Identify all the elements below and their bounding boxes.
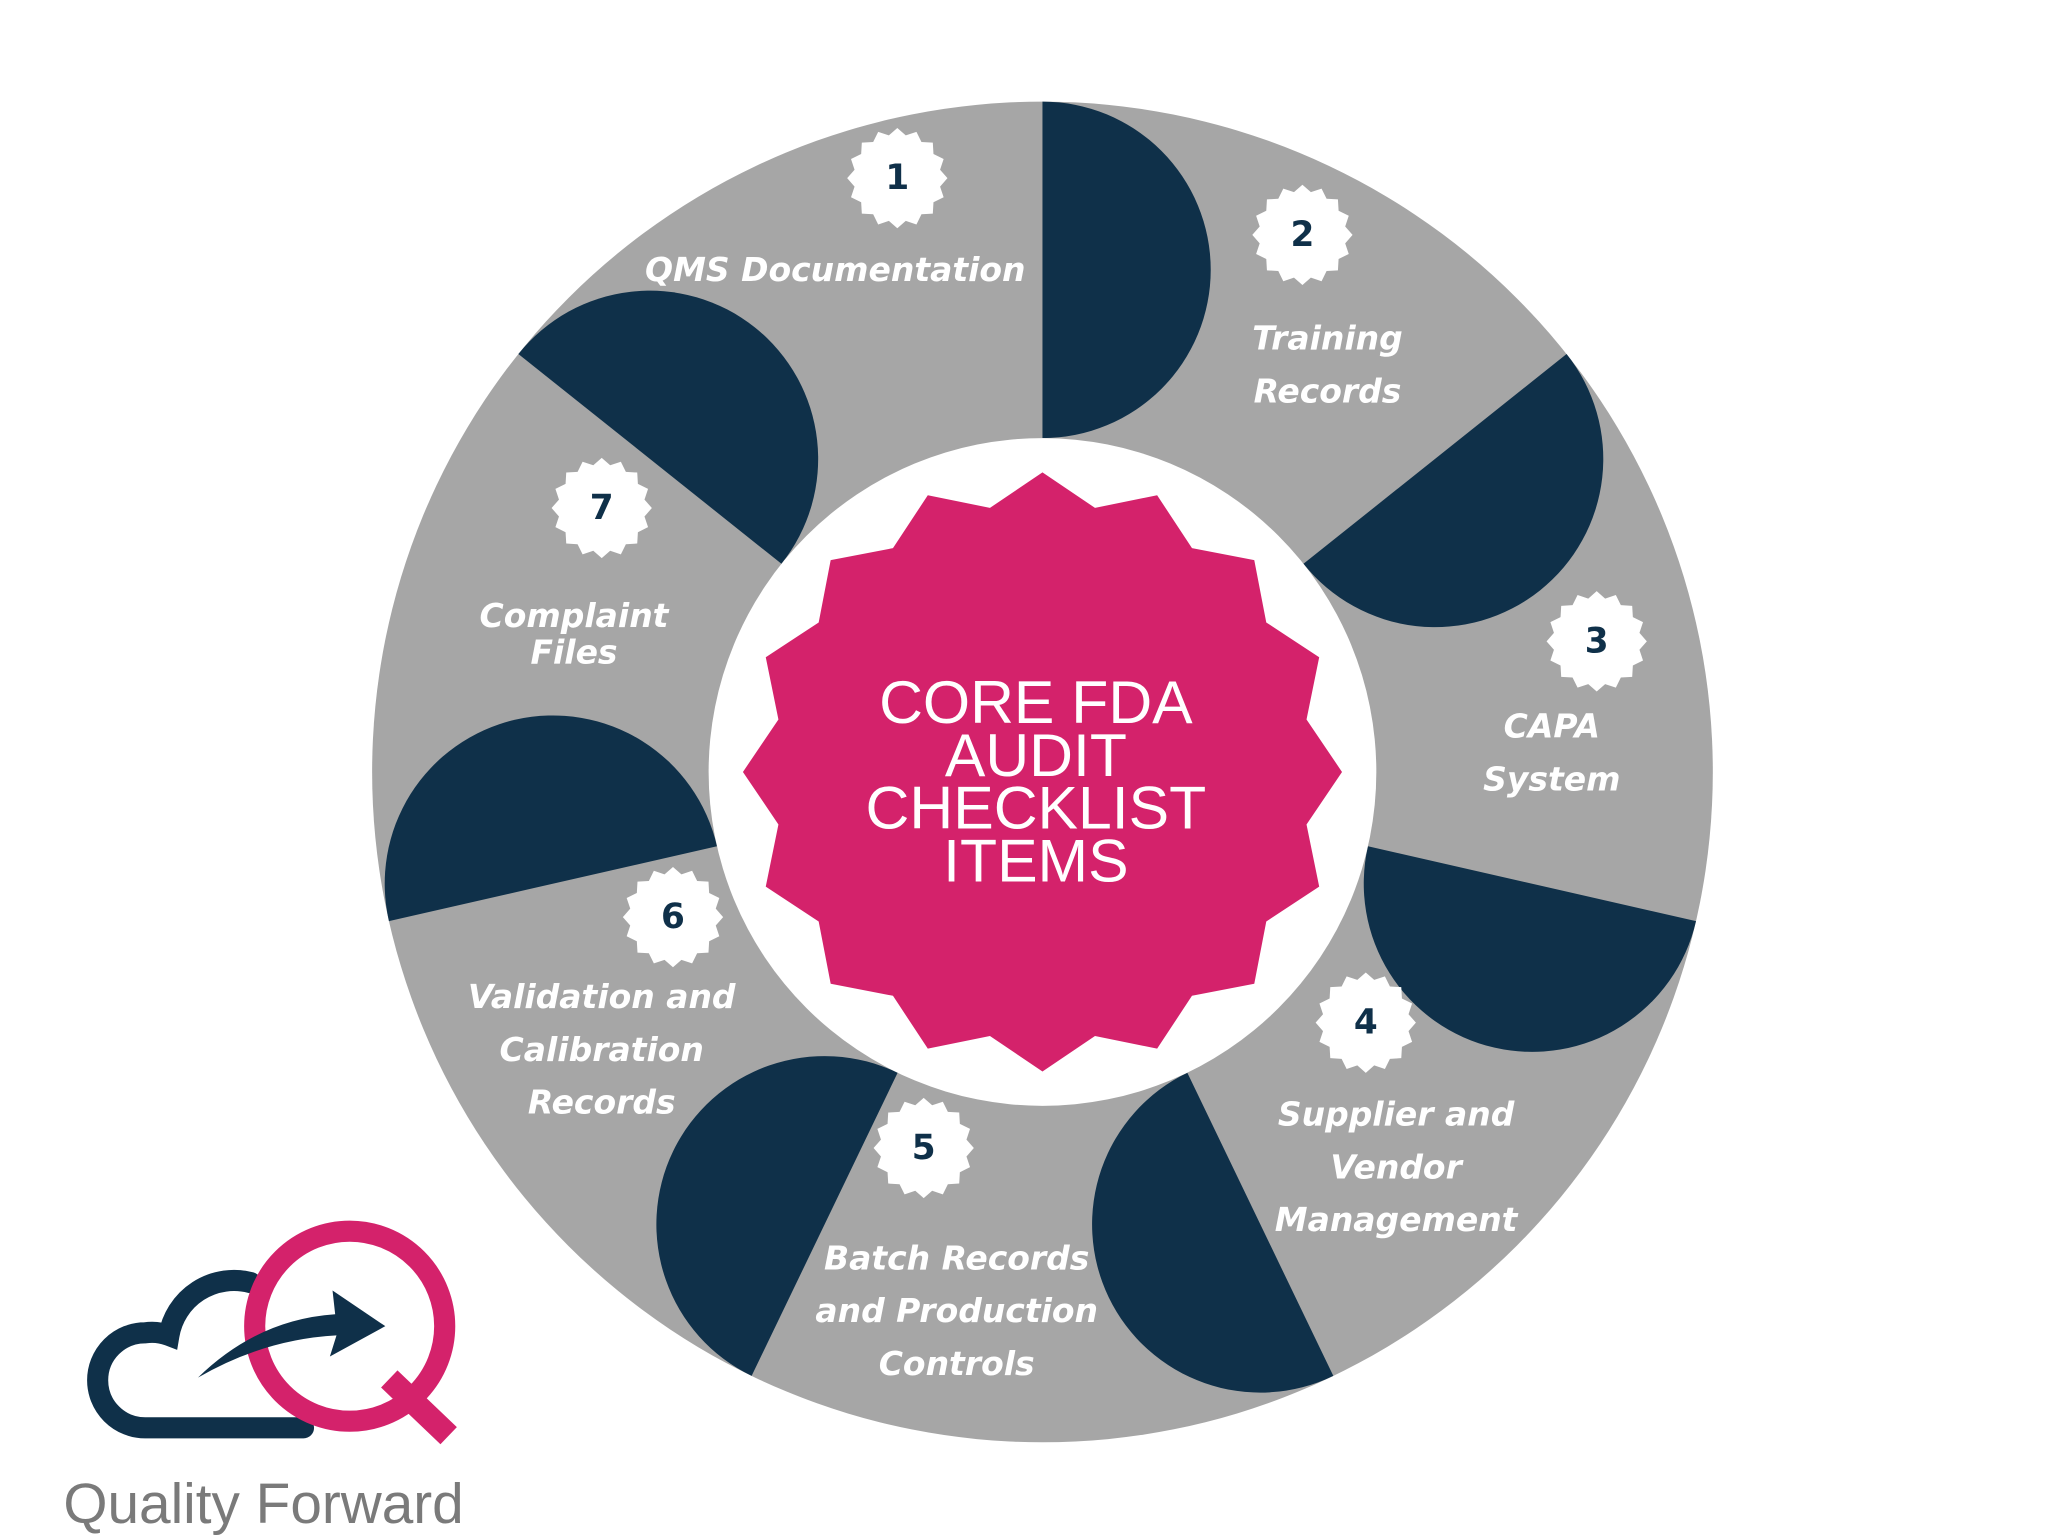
- item-label: Validation and: [468, 977, 736, 1016]
- item-label: Files: [530, 633, 617, 672]
- number-badge: [1252, 184, 1353, 286]
- item-number: 6: [661, 897, 685, 937]
- center-title-line: ITEMS: [943, 826, 1128, 894]
- item-label: Management: [1275, 1200, 1519, 1239]
- number-badge: [873, 1097, 974, 1199]
- item-label: Training: [1252, 319, 1403, 358]
- center-title-line: AUDIT: [945, 721, 1127, 789]
- cloud-icon: [87, 1269, 315, 1439]
- item-label: Controls: [879, 1344, 1035, 1383]
- item-label: Records: [528, 1083, 676, 1122]
- item-label: System: [1483, 759, 1620, 798]
- center-title-line: CHECKLIST: [866, 774, 1207, 842]
- item-label: CAPA: [1504, 707, 1600, 746]
- center-starburst: [742, 472, 1343, 1072]
- segment-half-disc: [1092, 1072, 1334, 1393]
- item-label: Batch Records: [824, 1238, 1089, 1277]
- q-ring-icon: [244, 1220, 456, 1432]
- item-number: 4: [1354, 1003, 1378, 1043]
- item-label: Complaint: [480, 596, 670, 635]
- q-tail-icon: [381, 1370, 457, 1445]
- segment-half-disc: [518, 290, 819, 564]
- item-number: 1: [885, 158, 909, 198]
- number-badge: [551, 457, 652, 559]
- item-label: Calibration: [500, 1030, 704, 1069]
- number-badge: [1315, 972, 1416, 1073]
- segment-half-disc: [1303, 354, 1604, 628]
- item-label: and Production: [815, 1291, 1098, 1330]
- center-title-line: CORE FDA: [879, 668, 1193, 736]
- item-number: 2: [1290, 215, 1314, 255]
- item-label: Supplier and: [1278, 1095, 1515, 1134]
- number-badge: [1546, 591, 1647, 692]
- item-number: 3: [1585, 621, 1609, 661]
- segment-half-disc: [384, 715, 717, 922]
- quality-forward-logo: Quality Forward: [63, 1220, 464, 1536]
- item-number: 5: [912, 1128, 936, 1168]
- number-badge: [847, 128, 948, 229]
- center-title: CORE FDA AUDIT CHECKLIST ITEMS: [866, 668, 1207, 894]
- arrow-icon: [197, 1290, 386, 1378]
- segment-half-disc: [1042, 101, 1211, 439]
- item-number: 7: [590, 488, 614, 528]
- number-badge: [622, 866, 724, 968]
- segment-half-disc: [656, 1056, 898, 1376]
- segment-half-disc: [1363, 846, 1697, 1052]
- brand-name: Quality Forward: [63, 1473, 463, 1536]
- item-label: QMS Documentation: [645, 250, 1025, 289]
- item-label: Vendor: [1330, 1147, 1463, 1186]
- item-label: Records: [1254, 371, 1402, 410]
